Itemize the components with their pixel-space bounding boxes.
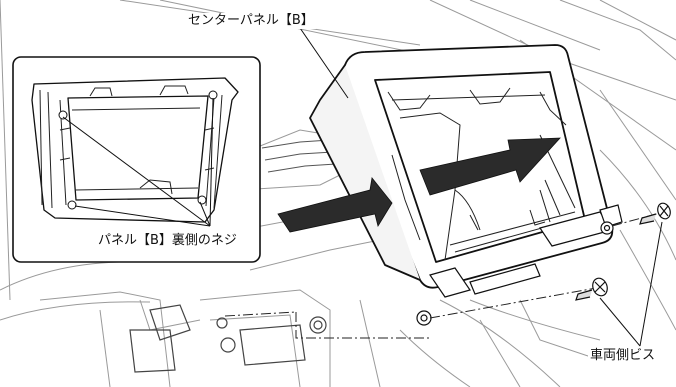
vent-area [261, 139, 337, 173]
panel-screw-holes [416, 221, 614, 326]
insertion-arrows [277, 137, 561, 233]
panel-rear-screw-label: パネル【B】裏側のネジ [96, 233, 239, 249]
dashboard-details [129, 304, 327, 373]
vehicle-screw-label: 車両側ビス [588, 348, 658, 364]
inset-panel-rear-view [12, 56, 261, 263]
leader-vehicle-screw-b [639, 221, 663, 347]
leader-vehicle-screw-a [599, 297, 641, 347]
arrow-left [277, 177, 393, 233]
center-panel-label: センターパネル【B】 [186, 13, 316, 29]
vehicle-screw-lower [575, 277, 608, 301]
arrow-right [419, 137, 561, 196]
vehicle-screw-upper [639, 202, 671, 225]
